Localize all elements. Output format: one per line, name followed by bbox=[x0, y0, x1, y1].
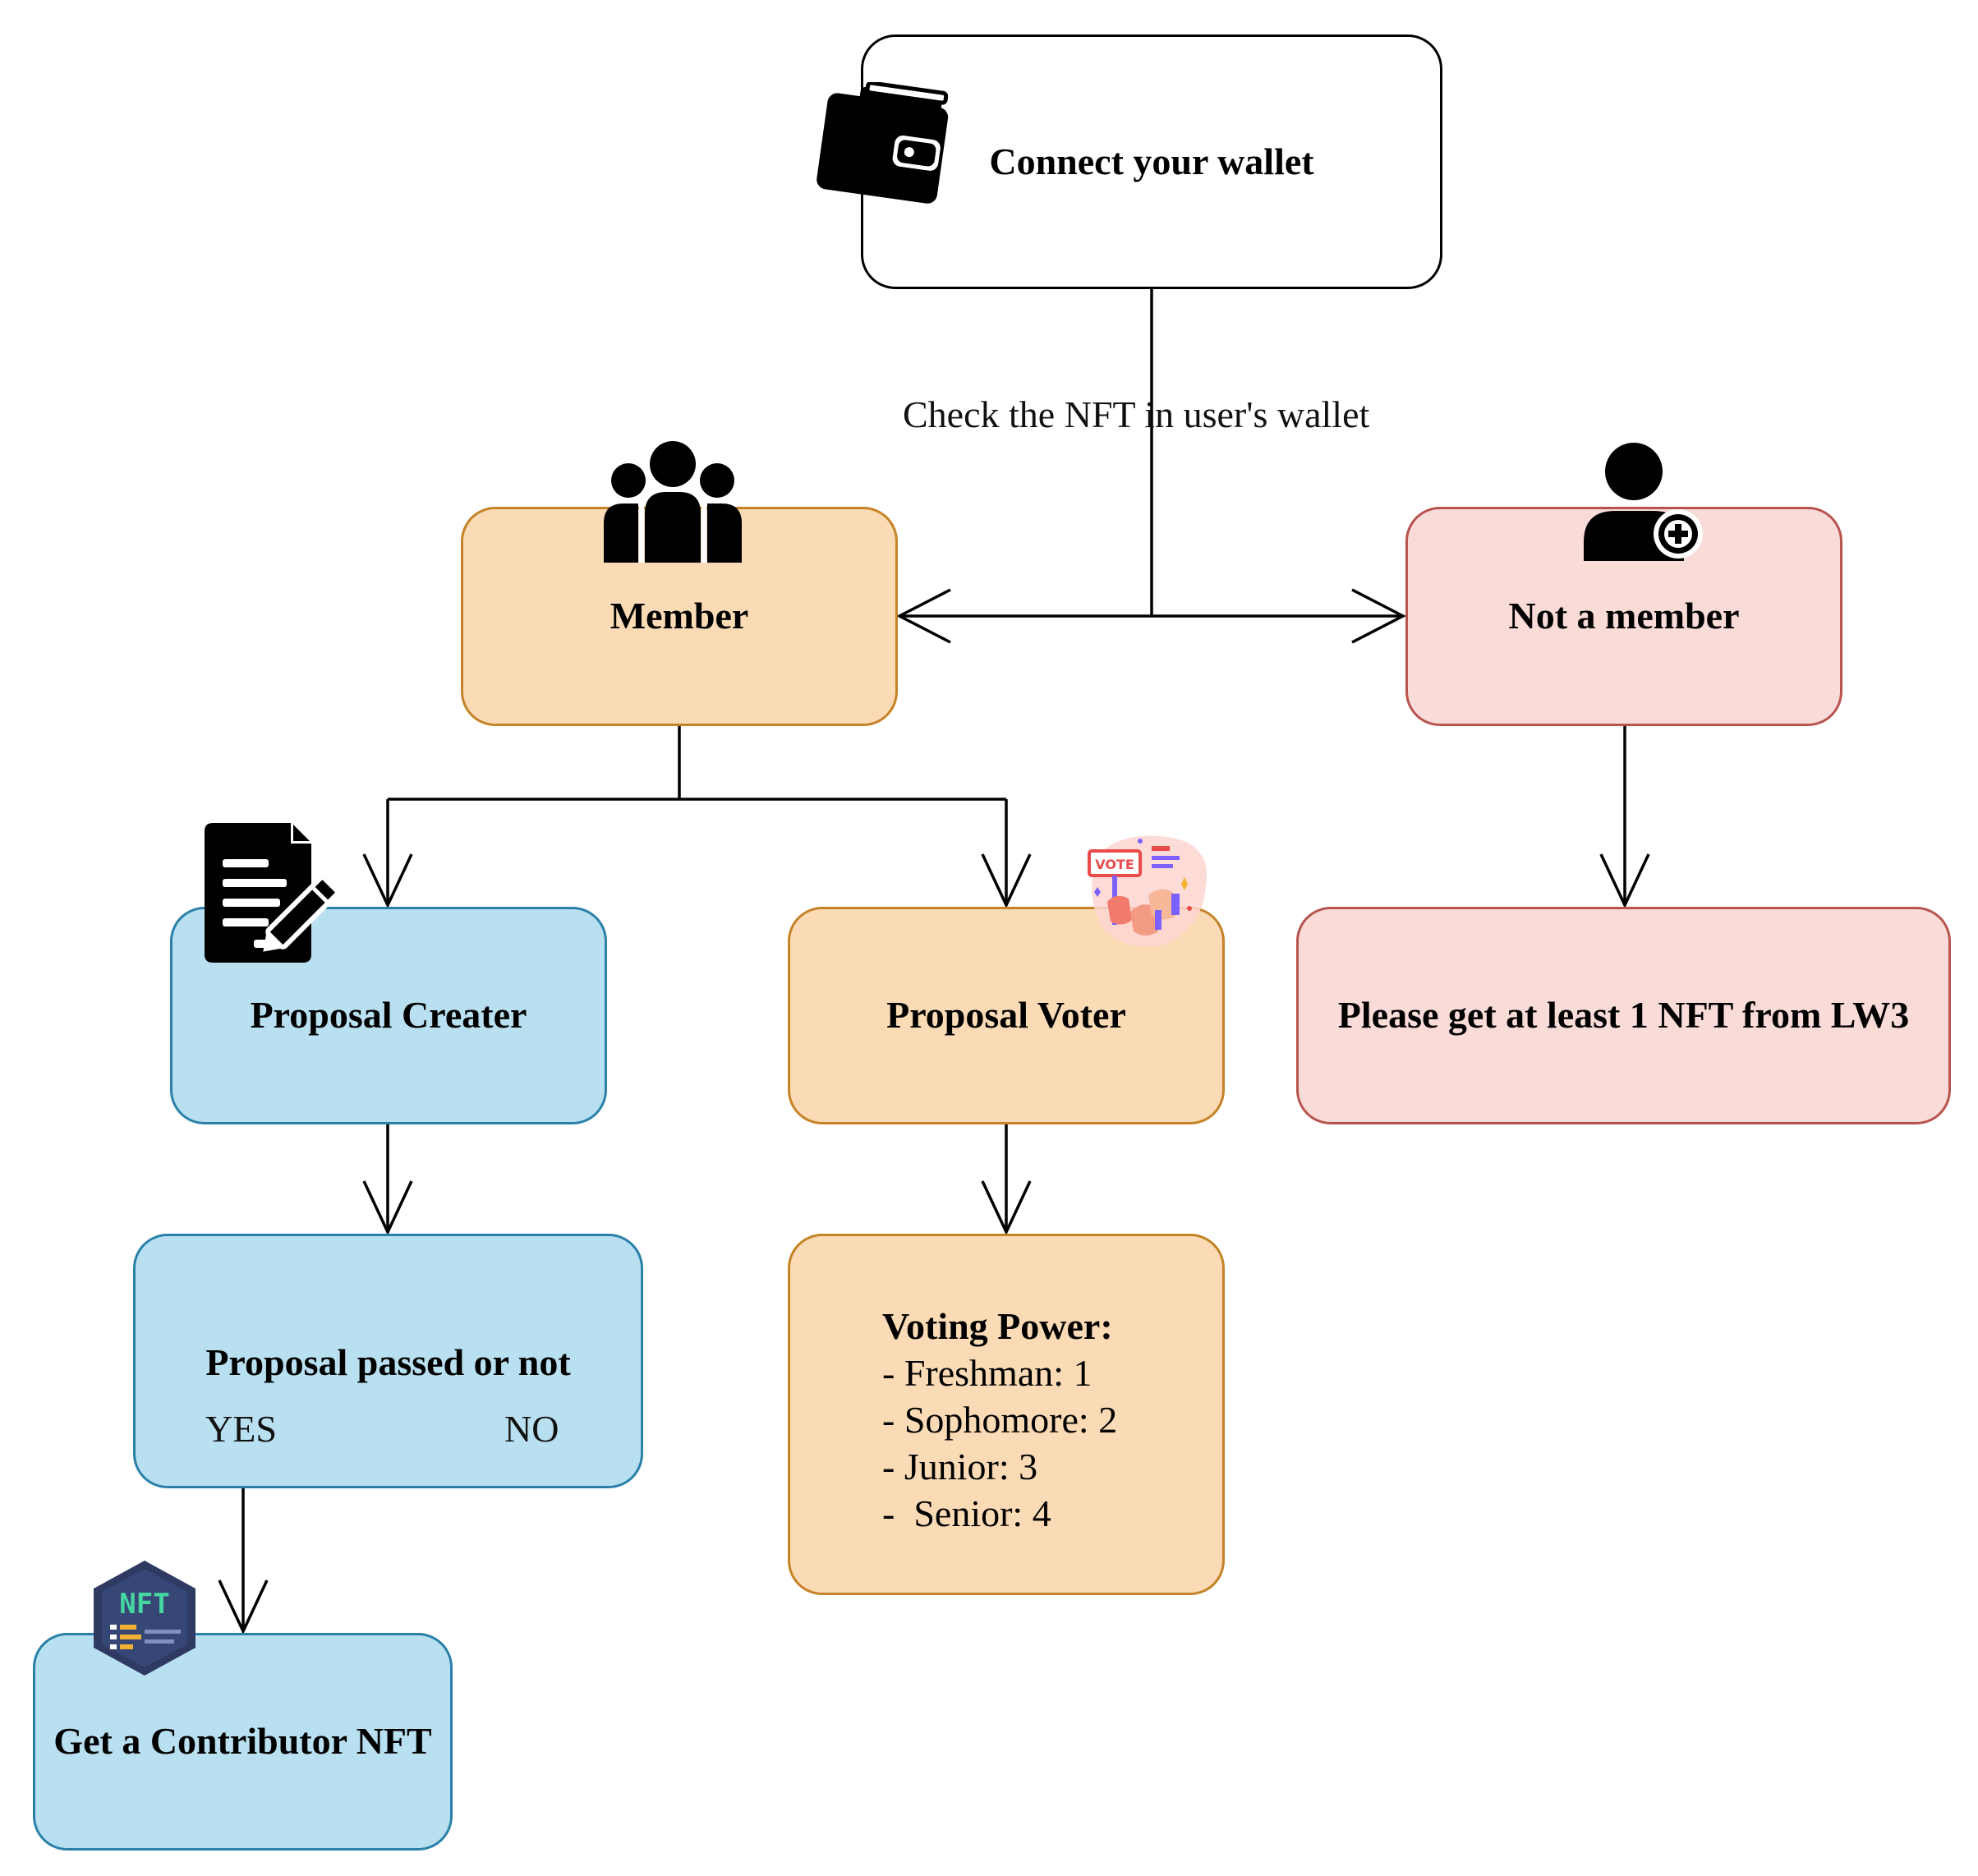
document-edit-icon bbox=[205, 823, 340, 963]
member-label: Member bbox=[610, 595, 749, 637]
arrowhead-creater bbox=[362, 853, 413, 909]
decision-no: NO bbox=[504, 1408, 559, 1450]
contributor-nft-label: Get a Contributor NFT bbox=[53, 1720, 432, 1763]
wallet-icon bbox=[816, 82, 949, 204]
voting-power-item: - Freshman: 1 bbox=[882, 1352, 1092, 1394]
arrowhead-member bbox=[896, 588, 951, 644]
arrowhead-contributor bbox=[218, 1579, 269, 1635]
group-icon bbox=[604, 441, 742, 563]
arrowhead-power bbox=[981, 1180, 1032, 1236]
proposal-voter-label: Proposal Voter bbox=[886, 994, 1126, 1037]
decision-yes: YES bbox=[205, 1408, 277, 1450]
arrowhead-not-member bbox=[1351, 588, 1406, 644]
node-voting-power: Voting Power: - Freshman: 1 - Sophomore:… bbox=[788, 1234, 1225, 1595]
voting-power-block: Voting Power: - Freshman: 1 - Sophomore:… bbox=[882, 1303, 1117, 1537]
voting-power-item: - Junior: 3 bbox=[882, 1446, 1038, 1487]
proposal-creater-label: Proposal Creater bbox=[250, 994, 527, 1037]
arrowhead-getnft bbox=[1599, 853, 1650, 909]
voting-power-title: Voting Power: bbox=[882, 1305, 1113, 1347]
arrowhead-voter bbox=[981, 853, 1032, 909]
edge-label-check-nft: Check the NFT in user's wallet bbox=[903, 393, 1370, 435]
proposal-passed-label: Proposal passed or not bbox=[205, 1341, 571, 1383]
nft-badge-icon: NFT bbox=[94, 1561, 196, 1676]
add-user-icon bbox=[1584, 443, 1703, 561]
vote-icon: VOTE bbox=[1088, 835, 1208, 947]
node-proposal-passed: Proposal passed or not bbox=[133, 1234, 643, 1488]
get-nft-label: Please get at least 1 NFT from LW3 bbox=[1337, 994, 1910, 1037]
vote-sign-text: VOTE bbox=[1095, 857, 1134, 872]
voting-power-item: - Sophomore: 2 bbox=[882, 1399, 1118, 1441]
node-connect-wallet: Connect your wallet bbox=[861, 34, 1442, 289]
voting-power-item: - Senior: 4 bbox=[882, 1492, 1051, 1534]
connect-wallet-label: Connect your wallet bbox=[989, 140, 1314, 182]
not-member-label: Not a member bbox=[1508, 595, 1740, 637]
nft-badge-text: NFT bbox=[119, 1588, 169, 1621]
node-contributor-nft: Get a Contributor NFT bbox=[33, 1633, 453, 1851]
arrowhead-passed bbox=[362, 1180, 413, 1236]
node-get-nft: Please get at least 1 NFT from LW3 bbox=[1296, 907, 1951, 1124]
